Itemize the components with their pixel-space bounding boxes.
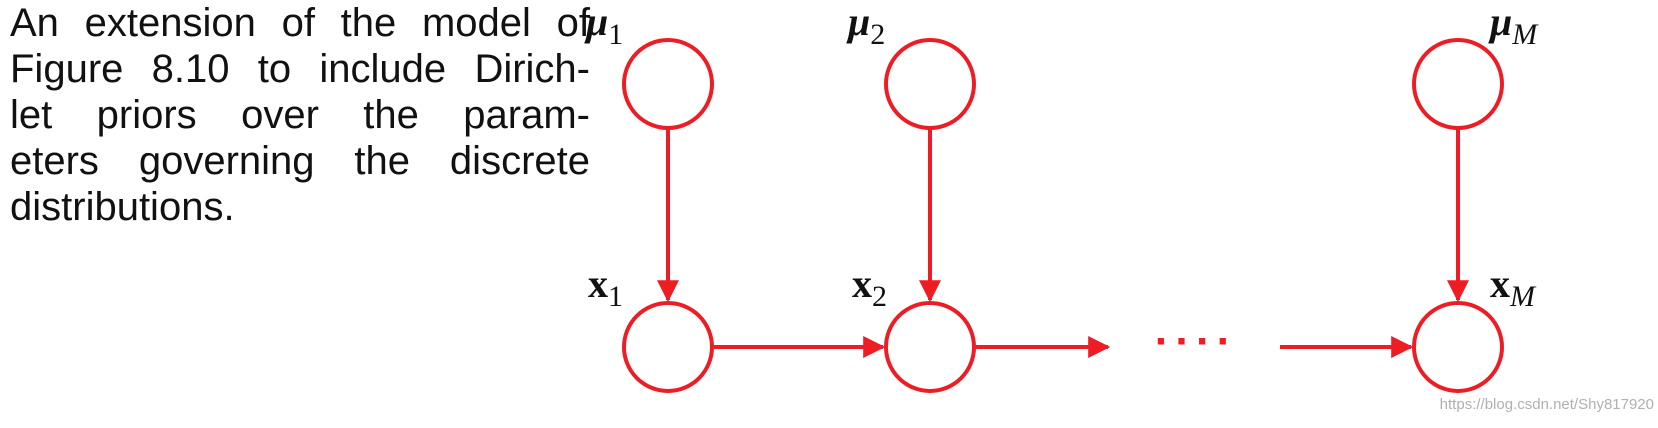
node-xM xyxy=(1412,301,1504,393)
label-mu2: μ2 xyxy=(848,0,886,51)
node-mu1 xyxy=(622,38,714,130)
node-mu2 xyxy=(884,38,976,130)
node-muM xyxy=(1412,38,1504,130)
caption-line: eters governing the discrete xyxy=(10,139,590,183)
label-muM: μM xyxy=(1490,0,1538,51)
figure-caption: An extension of the model of Figure 8.10… xyxy=(10,0,590,230)
node-x2 xyxy=(884,301,976,393)
caption-line: let priors over the param- xyxy=(10,93,590,137)
label-xM: xM xyxy=(1490,261,1535,313)
label-x1: x1 xyxy=(588,261,623,313)
caption-line: distributions. xyxy=(10,185,235,229)
watermark: https://blog.csdn.net/Shy817920 xyxy=(1439,396,1654,413)
label-x2: x2 xyxy=(852,261,887,313)
label-mu1: μ1 xyxy=(586,0,624,51)
ellipsis: ···· xyxy=(1155,317,1238,366)
caption-line: Figure 8.10 to include Dirich- xyxy=(10,47,590,91)
node-x1 xyxy=(622,301,714,393)
caption-line: An extension of the model of xyxy=(10,1,590,45)
